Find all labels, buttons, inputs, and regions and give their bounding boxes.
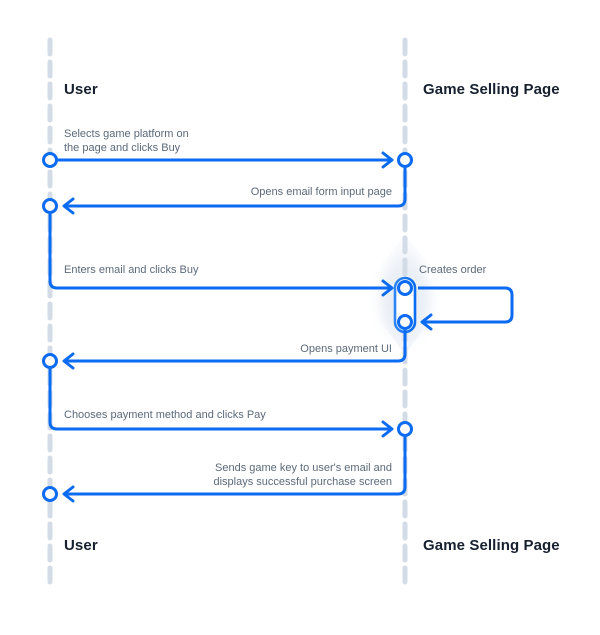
message-arrow-chooses-payment-method xyxy=(48,369,394,438)
message-arrow-opens-payment-ui xyxy=(62,330,407,370)
event-node-page-2[interactable] xyxy=(397,280,413,296)
message-label-opens-email-form: Opens email form input page xyxy=(250,186,392,198)
message-label-sends-game-key: Sends game key to user's email and displ… xyxy=(213,462,392,488)
message-self-loop-creates-order xyxy=(418,286,514,331)
event-node-user-2[interactable] xyxy=(42,198,58,214)
actor-footer-user: User xyxy=(64,537,98,554)
message-label-chooses-payment-method: Chooses payment method and clicks Pay xyxy=(64,409,266,421)
message-arrow-opens-email-form xyxy=(62,168,407,215)
event-node-page-3[interactable] xyxy=(397,314,413,330)
message-arrow-selects-game-platform xyxy=(56,151,394,169)
message-label-opens-payment-ui: Opens payment UI xyxy=(300,343,392,355)
event-node-user-1[interactable] xyxy=(42,152,58,168)
message-label-selects-game-platform: Selects game platform on the page and cl… xyxy=(64,128,189,154)
event-node-user-3[interactable] xyxy=(42,353,58,369)
event-node-page-4[interactable] xyxy=(397,421,413,437)
message-label-creates-order: Creates order xyxy=(419,264,487,276)
event-node-page-1[interactable] xyxy=(397,152,413,168)
message-arrow-sends-game-key xyxy=(62,437,407,503)
actor-header-game-selling-page: Game Selling Page xyxy=(423,81,560,98)
event-node-user-4[interactable] xyxy=(42,486,58,502)
message-arrow-enters-email xyxy=(48,214,394,297)
actor-footer-game-selling-page: Game Selling Page xyxy=(423,537,560,554)
message-label-enters-email: Enters email and clicks Buy xyxy=(64,264,199,276)
actor-header-user: User xyxy=(64,81,98,98)
